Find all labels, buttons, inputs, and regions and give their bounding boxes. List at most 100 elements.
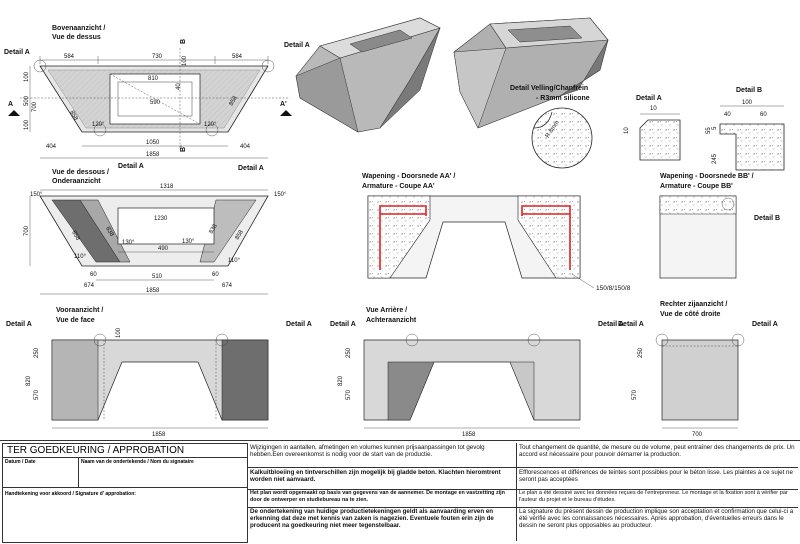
detail-b-title: Detail B <box>736 87 762 94</box>
dim-590: 590 <box>150 100 161 106</box>
dim-100-top: 100 <box>182 55 188 66</box>
section-bb-subtitle: Armature - Coupe BB' <box>660 183 733 190</box>
top-detail-a-bottom-right: Detail A <box>238 165 264 172</box>
front-view-title: Vooraanzicht / <box>56 307 103 314</box>
section-aa-title: Wapening - Doorsnede AA' / <box>362 173 455 180</box>
dim-858-bottom-right: 858 <box>235 229 246 241</box>
angle-110-left: 110° <box>74 254 87 260</box>
condition-fr-3: Le plan a été dessiné avec les données r… <box>519 490 788 503</box>
dim-500-left: 500 <box>24 95 30 106</box>
right-dim-570: 570 <box>632 389 638 400</box>
top-detail-a-bottom-left: Detail A <box>118 163 144 170</box>
dim-838-left: 838 <box>104 226 115 238</box>
condition-fr-4: La signature du présent dessin de produc… <box>519 508 794 529</box>
detail-b-dim-245: 245 <box>712 153 718 164</box>
angle-110-right: 110° <box>228 258 241 264</box>
section-mark-a: A <box>8 101 13 108</box>
bottom-view-subtitle: Onderaanzicht <box>52 178 101 185</box>
dim-404-right: 404 <box>240 144 251 150</box>
section-bb-title: Wapening - Doorsnede BB' / <box>660 173 754 180</box>
rear-dim-570: 570 <box>346 389 352 400</box>
dim-584-right: 584 <box>232 54 243 60</box>
dim-510: 510 <box>152 274 163 280</box>
section-mark-a-prime: A' <box>280 101 287 108</box>
top-view-subtitle: Vue de dessus <box>52 34 101 41</box>
approval-block: TER GOEDKEURING / APPROBATION Datum / Da… <box>0 440 800 544</box>
front-dim-100: 100 <box>116 327 122 338</box>
dim-100-left: 100 <box>24 71 30 82</box>
dim-810: 810 <box>148 76 159 82</box>
detail-b-dim-40: 40 <box>724 112 731 118</box>
bottom-view-title: Vue de dessous / <box>52 169 109 176</box>
right-side-view: Rechter zijaanzicht / Vue de côté droite… <box>618 301 778 438</box>
section-mark-b-prime: B' <box>180 145 187 152</box>
chamfer-subtitle: - R3mm silicone <box>536 95 590 102</box>
detail-b-dim-60: 60 <box>760 112 767 118</box>
rear-detail-a-left: Detail A <box>330 321 356 328</box>
dim-404-left: 404 <box>46 144 57 150</box>
condition-fr-1: Tout changement de quantité, de mesure o… <box>519 444 795 458</box>
section-aa-subtitle: Armature - Coupe AA' <box>362 183 435 190</box>
dim-100-left-b: 100 <box>24 119 30 130</box>
detail-b-dim-100: 100 <box>742 100 753 106</box>
front-view: Vooraanzicht / Vue de face Detail A Deta… <box>6 307 312 438</box>
section-bb: Wapening - Doorsnede BB' / Armature - Co… <box>659 173 780 279</box>
top-detail-a-right: Detail A <box>284 42 310 49</box>
approval-signature-field[interactable]: Handtekening voor akkoord / Signature d'… <box>5 491 136 497</box>
front-detail-a-left: Detail A <box>6 321 32 328</box>
dim-490: 490 <box>158 246 169 252</box>
dim-1858-top: 1858 <box>146 152 160 158</box>
rear-dim-820: 820 <box>338 375 344 386</box>
section-mark-b: B <box>180 39 187 44</box>
detail-b-dim-55: 55 <box>706 127 712 134</box>
condition-nl-2: Kalkuitbloeiing en tintverschillen zijn … <box>250 469 501 483</box>
detail-a-dim-10-top: 10 <box>650 106 657 112</box>
dim-1230: 1230 <box>154 216 168 222</box>
render-3d-rear <box>453 17 609 129</box>
right-view-title: Rechter zijaanzicht / <box>660 301 727 308</box>
front-dim-570: 570 <box>34 389 40 400</box>
detail-a: Detail A 10 10 <box>624 95 681 161</box>
front-dim-250: 250 <box>34 347 40 358</box>
conditions-table: Wijzigingen in aantallen, afmetingen en … <box>248 443 798 541</box>
dim-858-bottom-left: 858 <box>70 230 81 242</box>
approval-date-field[interactable]: Datum / Date <box>3 458 79 487</box>
angle-150-left: 150° <box>30 192 43 198</box>
condition-fr-2: Efflorescences et différences de teintes… <box>519 469 793 483</box>
right-view-subtitle: Vue de côté droite <box>660 311 721 318</box>
condition-nl-3: Het plan wordt opgemaakt op basis van ge… <box>250 490 505 503</box>
rear-dim-1858: 1858 <box>462 432 476 438</box>
approval-name-field[interactable]: Naam van de ondertekende / Nom du signat… <box>81 459 194 465</box>
dim-838-right: 838 <box>209 223 220 235</box>
rear-view-subtitle: Achteraanzicht <box>366 317 417 324</box>
detail-b: Detail B 100 40 60 5 55 245 <box>706 87 785 171</box>
rear-dim-250: 250 <box>346 347 352 358</box>
front-dim-820: 820 <box>26 375 32 386</box>
dim-40-top: 40 <box>176 83 182 90</box>
dim-60-right: 60 <box>212 272 219 278</box>
angle-130-right: 130° <box>182 239 195 245</box>
angle-120-left: 120° <box>92 122 105 128</box>
dim-1858-bottom: 1858 <box>146 288 160 294</box>
rebar-callout: 150/8/150/8 <box>596 285 631 292</box>
render-3d-front <box>295 17 441 133</box>
front-detail-a-right: Detail A <box>286 321 312 328</box>
top-view-title: Bovenaanzicht / <box>52 25 105 32</box>
right-detail-a-left: Detail A <box>618 321 644 328</box>
rear-view-title: Vue Arrière / <box>366 307 407 314</box>
section-aa: Wapening - Doorsnede AA' / Armature - Co… <box>362 173 631 292</box>
dim-1318: 1318 <box>160 184 174 190</box>
dim-584-left: 584 <box>64 54 75 60</box>
detail-chamfer: Detail Velling/Chanfrein - R3mm silicone… <box>510 85 593 169</box>
dim-858-right: 858 <box>229 95 240 107</box>
top-detail-a-left: Detail A <box>4 49 30 56</box>
dim-700-bottom: 700 <box>24 225 30 236</box>
dim-1050: 1050 <box>146 140 160 146</box>
right-dim-250: 250 <box>638 347 644 358</box>
front-view-subtitle: Vue de face <box>56 317 95 324</box>
detail-a-dim-10-left: 10 <box>624 127 630 134</box>
section-bb-detail-b: Detail B <box>754 215 780 222</box>
angle-130-left: 130° <box>122 240 135 246</box>
dim-858-left: 858 <box>68 110 79 122</box>
